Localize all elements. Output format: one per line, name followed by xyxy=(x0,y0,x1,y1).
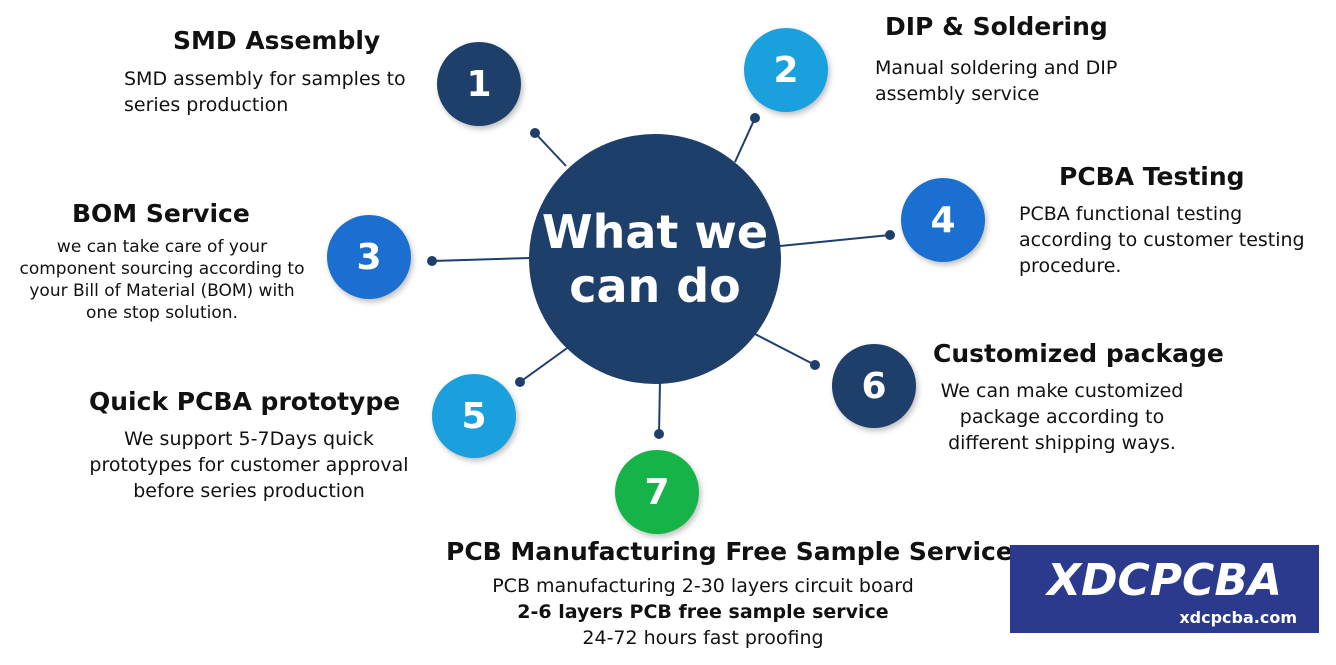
connector-dot-2 xyxy=(750,113,760,123)
connector-dot-4 xyxy=(885,230,895,240)
service-1-line-2: series production xyxy=(124,94,289,116)
service-3-title: BOM Service xyxy=(72,199,250,228)
service-5-number-badge: 5 xyxy=(432,374,516,458)
service-6-line-3: different shipping ways. xyxy=(948,432,1176,454)
service-6-description: We can make customized package according… xyxy=(922,378,1202,456)
service-4-line-3: procedure. xyxy=(1019,255,1122,277)
service-2-number-badge: 2 xyxy=(744,28,828,112)
service-3-number-badge: 3 xyxy=(327,215,411,299)
service-6-line-1: We can make customized xyxy=(940,380,1184,402)
service-6-number-badge: 6 xyxy=(832,344,916,428)
connector-5 xyxy=(519,345,571,383)
service-5-line-2: prototypes for customer approval xyxy=(89,454,409,476)
hub-title-line-1: What we xyxy=(541,205,769,259)
service-6-line-2: package according to xyxy=(959,406,1165,428)
service-4-number-badge: 4 xyxy=(901,178,985,262)
service-2-description: Manual soldering and DIP assembly servic… xyxy=(875,55,1117,107)
service-3-line-2: component sourcing according to xyxy=(19,259,305,279)
connector-dot-5 xyxy=(515,377,525,387)
service-7-line-3: 24-72 hours fast proofing xyxy=(582,627,824,649)
connector-1 xyxy=(534,132,567,167)
service-4-line-1: PCBA functional testing xyxy=(1019,203,1243,225)
service-1-number-badge: 1 xyxy=(437,42,521,126)
service-5-description: We support 5-7Days quick prototypes for … xyxy=(68,426,430,504)
connector-6 xyxy=(752,332,816,366)
service-7-line-1: PCB manufacturing 2-30 layers circuit bo… xyxy=(492,575,914,597)
service-5-line-1: We support 5-7Days quick xyxy=(124,428,374,450)
service-4-title: PCBA Testing xyxy=(1059,162,1245,191)
service-5-line-3: before series production xyxy=(133,480,365,502)
service-2-title: DIP & Soldering xyxy=(885,12,1108,41)
service-2-line-1: Manual soldering and DIP xyxy=(875,57,1118,79)
connector-3 xyxy=(431,257,531,262)
connector-dot-3 xyxy=(427,256,437,266)
service-4-line-2: according to customer testing xyxy=(1019,229,1305,251)
connector-dot-6 xyxy=(810,360,820,370)
connector-dot-7 xyxy=(654,429,664,439)
connector-dot-1 xyxy=(530,128,540,138)
service-7-title: PCB Manufacturing Free Sample Service xyxy=(446,537,1013,566)
service-1-line-1: SMD assembly for samples to xyxy=(124,68,406,90)
service-3-line-3: your Bill of Material (BOM) with xyxy=(29,281,295,301)
service-3-description: we can take care of your component sourc… xyxy=(12,236,312,324)
connector-7 xyxy=(658,381,661,435)
service-6-title: Customized package xyxy=(933,339,1224,368)
service-3-line-1: we can take care of your xyxy=(56,237,268,257)
service-1-description: SMD assembly for samples to series produ… xyxy=(124,66,406,118)
logo-url: xdcpcba.com xyxy=(1179,608,1297,627)
service-7-number-badge: 7 xyxy=(615,450,699,534)
connector-4 xyxy=(779,234,891,247)
service-7-description: PCB manufacturing 2-30 layers circuit bo… xyxy=(430,573,976,651)
service-3-line-4: one stop solution. xyxy=(86,303,238,323)
service-1-title: SMD Assembly xyxy=(173,26,381,55)
service-5-title: Quick PCBA prototype xyxy=(89,387,401,416)
hub-circle: What we can do xyxy=(529,134,781,384)
xdcpcba-logo: XDCPCBA xdcpcba.com xyxy=(1010,545,1319,633)
connector-2 xyxy=(734,117,756,163)
service-7-line-2: 2-6 layers PCB free sample service xyxy=(517,601,889,623)
logo-brand-text: XDCPCBA xyxy=(1047,555,1282,606)
hub-title-line-2: can do xyxy=(569,259,741,313)
service-4-description: PCBA functional testing according to cus… xyxy=(1019,201,1305,279)
service-2-line-2: assembly service xyxy=(875,83,1040,105)
